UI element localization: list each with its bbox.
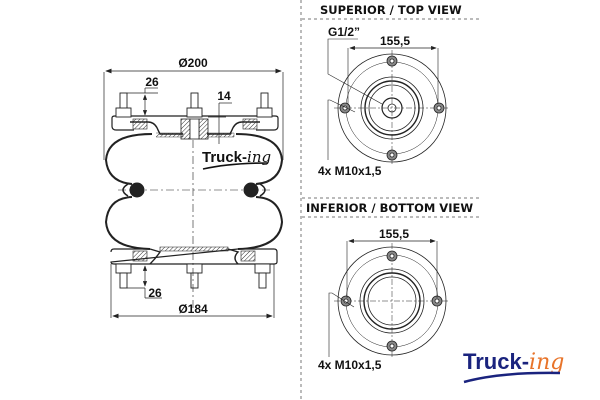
svg-text:Truck-ing: Truck-ing bbox=[463, 349, 564, 375]
bottom-diameter-dimension bbox=[110, 264, 275, 319]
view-dividers bbox=[300, 0, 480, 400]
brand-logo-main: Truck- bbox=[463, 349, 529, 374]
top-diameter-label: Ø200 bbox=[178, 56, 208, 70]
top-stud-dimension bbox=[127, 87, 158, 116]
top-diameter-dimension bbox=[103, 68, 284, 160]
upper-bellow bbox=[104, 133, 284, 185]
bellow-logo-suffix: ing bbox=[247, 148, 271, 166]
bottom-bead-plate bbox=[110, 246, 278, 265]
top-bolt-spacing-label: 155,5 bbox=[380, 34, 410, 48]
bellow-logo: Truck-ing bbox=[202, 148, 271, 170]
brand-logo: Truck-ing bbox=[463, 349, 564, 384]
lower-bellow bbox=[104, 196, 284, 250]
bottom-view-title: INFERIOR / BOTTOM VIEW bbox=[306, 201, 473, 215]
bottom-view bbox=[328, 238, 450, 359]
top-bolt-holes bbox=[339, 55, 445, 161]
insert-dimension bbox=[208, 102, 232, 144]
brand-logo-suffix: ing bbox=[529, 350, 564, 375]
center-insert bbox=[180, 118, 209, 140]
top-bolt-label: 4x M10x1,5 bbox=[318, 164, 382, 178]
top-view-title: SUPERIOR / TOP VIEW bbox=[320, 3, 462, 17]
bellow-logo-main: Truck- bbox=[202, 149, 247, 166]
bottom-stud-dimension bbox=[127, 265, 162, 299]
bottom-stud-height-label: 26 bbox=[148, 286, 162, 300]
top-view bbox=[327, 38, 450, 166]
svg-text:Truck-ing: Truck-ing bbox=[202, 148, 271, 166]
top-studs bbox=[115, 92, 273, 118]
insert-label: 14 bbox=[217, 89, 231, 103]
bottom-bolt-spacing-label: 155,5 bbox=[379, 227, 409, 241]
port-label: G1/2” bbox=[328, 25, 360, 39]
bottom-bolt-label: 4x M10x1,5 bbox=[318, 358, 382, 372]
bottom-diameter-label: Ø184 bbox=[178, 302, 208, 316]
side-view bbox=[103, 68, 284, 319]
bottom-studs bbox=[115, 263, 271, 289]
top-stud-height-label: 26 bbox=[145, 75, 159, 89]
